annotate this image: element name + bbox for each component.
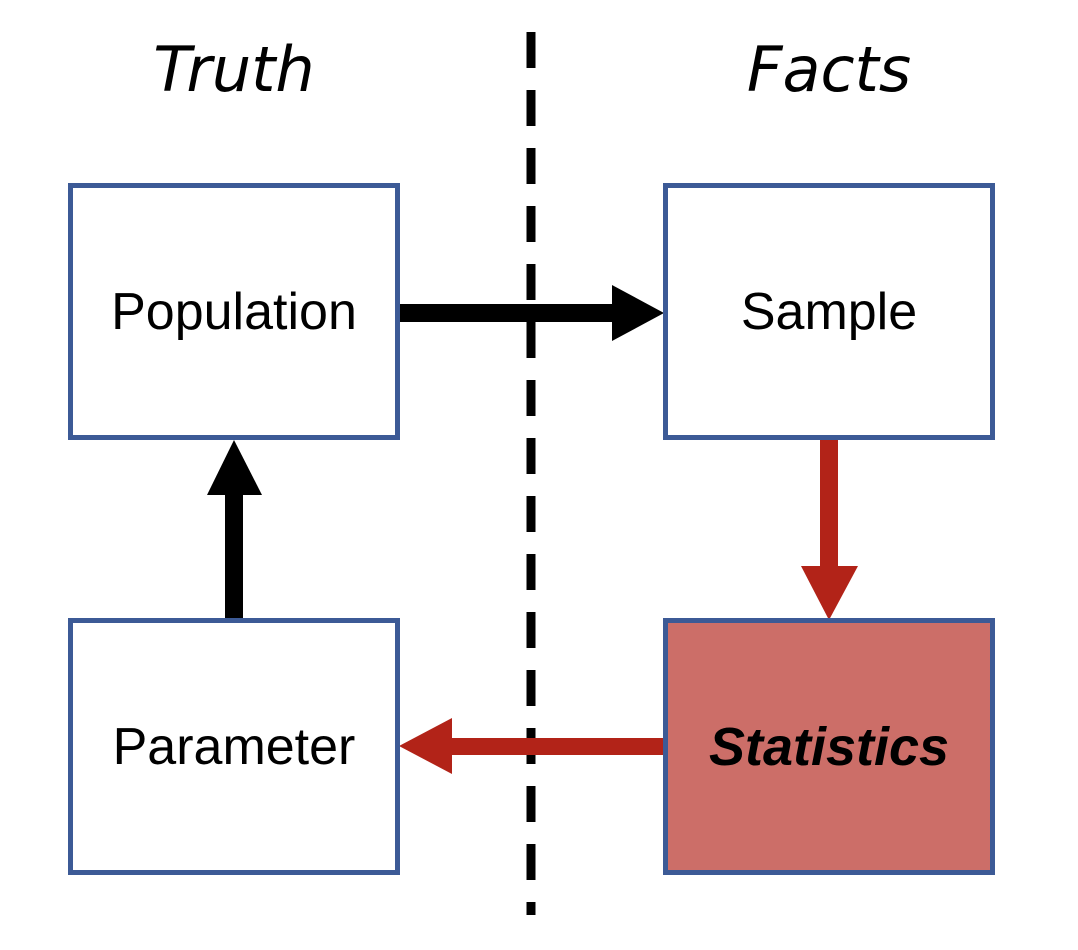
sample-box: Sample: [663, 183, 995, 440]
facts-heading: Facts: [746, 33, 912, 106]
statistics-to-parameter-arrow: [399, 718, 665, 774]
statistics-box: Statistics: [663, 618, 995, 875]
population-to-sample-arrow: [400, 285, 664, 341]
population-label: Population: [111, 282, 357, 341]
statistics-label: Statistics: [708, 716, 950, 777]
sample-label: Sample: [740, 282, 918, 341]
parameter-to-population-arrow: [207, 440, 262, 622]
parameter-box: Parameter: [68, 618, 400, 875]
truth-heading: Truth: [153, 33, 315, 106]
population-box: Population: [68, 183, 400, 440]
sample-to-statistics-arrow: [801, 440, 858, 620]
parameter-label: Parameter: [112, 717, 356, 776]
